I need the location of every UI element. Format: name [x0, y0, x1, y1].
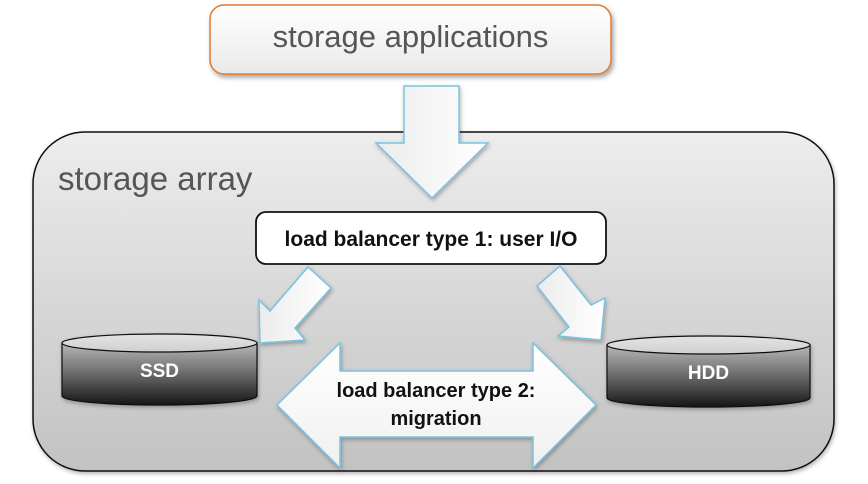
- ssd-cylinder: [61, 333, 258, 406]
- hdd-cylinder: [606, 335, 811, 408]
- down-arrow-icon: [374, 85, 490, 200]
- load-balancer-2-label-line2: migration: [390, 408, 481, 430]
- arrow-to-hdd-icon: [535, 264, 606, 341]
- migration-double-arrow-icon: [275, 341, 598, 470]
- load-balancer-2-label-line1: load balancer type 2:: [337, 380, 536, 402]
- storage-array-label: storage array: [58, 160, 253, 197]
- storage-applications-box: [209, 4, 612, 75]
- hdd-label: HDD: [688, 363, 729, 384]
- load-balancer-1-label: load balancer type 1: user I/O: [285, 228, 578, 251]
- ssd-label: SSD: [140, 361, 179, 382]
- storage-applications-label: storage applications: [273, 19, 549, 54]
- arrow-to-ssd-icon: [258, 265, 333, 344]
- load-balancer-1-box: [255, 211, 607, 265]
